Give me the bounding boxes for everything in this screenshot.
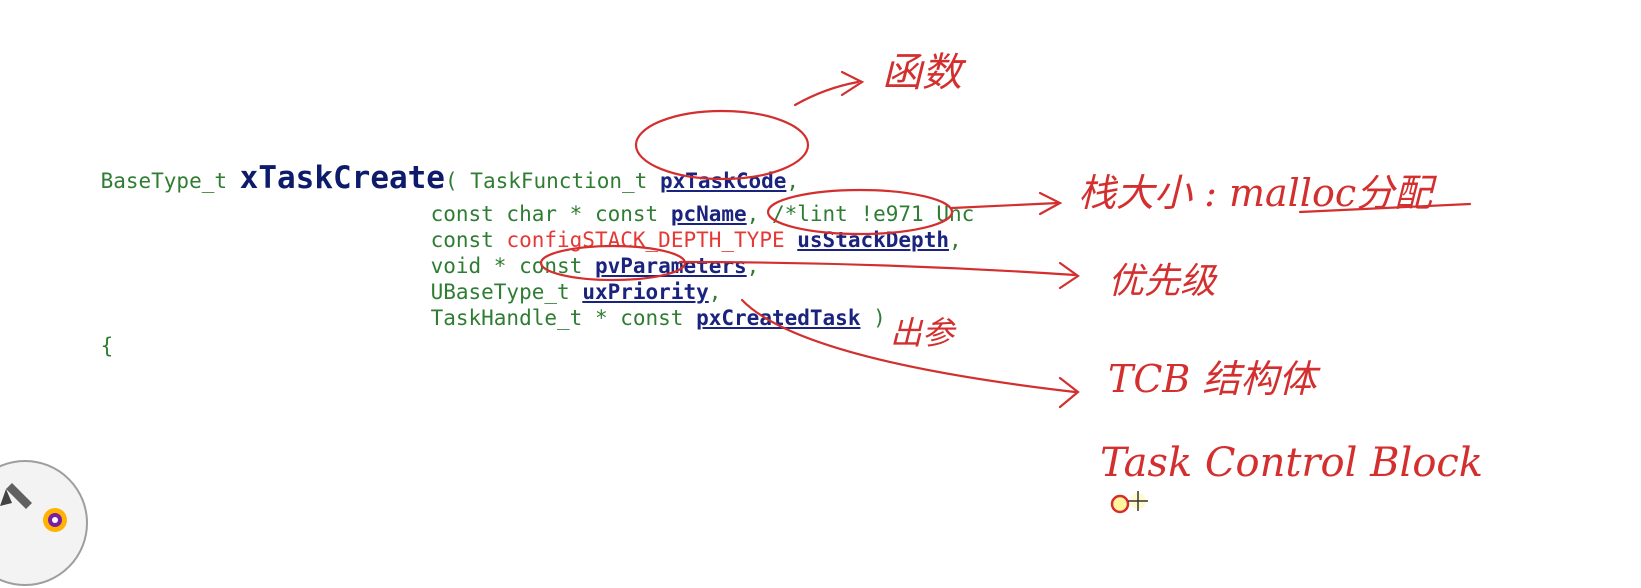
- open-paren: (: [444, 169, 458, 193]
- param-tail: ): [860, 306, 886, 330]
- signature-line: BaseType_t xTaskCreate( TaskFunction_t p…: [50, 136, 799, 194]
- param-tail: ,: [708, 280, 722, 304]
- function-name: xTaskCreate: [239, 160, 445, 196]
- color-wheel-icon[interactable]: [43, 508, 67, 532]
- code-editor: BaseType_t xTaskCreate( TaskFunction_t p…: [50, 136, 975, 359]
- arrow-to-stack: [950, 201, 1060, 210]
- arrow-to-tcb: [740, 298, 1077, 394]
- note-func: 函数: [882, 50, 962, 96]
- note-task-control-block: Task Control Block: [1100, 440, 1484, 486]
- arrowhead-tcb: [1058, 376, 1080, 409]
- arrowhead-func: [840, 70, 865, 97]
- circle-uxpriority: [539, 244, 687, 282]
- underline-malloc: [1298, 202, 1472, 214]
- param-tail: ,: [786, 169, 800, 193]
- param-name: pcName: [670, 202, 747, 226]
- note-tcb: TCB 结构体: [1108, 357, 1317, 401]
- body-line: {: [50, 304, 114, 358]
- note-stack-size: 栈大小 : malloc分配: [1078, 171, 1433, 215]
- circle-pxtaskcode: [634, 109, 810, 181]
- handwriting-layer: [539, 70, 1472, 409]
- param-type: TaskHandle_t * const: [430, 306, 684, 330]
- arrowhead-stack: [1038, 191, 1063, 216]
- note-out-param: 出参: [890, 314, 955, 352]
- param-tail: ,: [948, 228, 962, 252]
- param-name: pxTaskCode: [659, 169, 787, 193]
- param-type: UBaseType_t: [430, 280, 570, 304]
- pen-tool-icon[interactable]: [0, 483, 32, 509]
- param-prefix: const: [430, 228, 494, 252]
- arrowhead-priority: [1058, 261, 1080, 290]
- param-tail: ,: [746, 254, 760, 278]
- param-type: void * const: [430, 254, 583, 278]
- circle-usstackdepth: [766, 188, 954, 236]
- param-tail: , /*lint !e971 Unc: [746, 202, 975, 226]
- cursor-crosshair-icon: [1110, 491, 1148, 514]
- arrow-to-priority: [678, 260, 1077, 277]
- param-line: const char * const pcName, /*lint !e971 …: [380, 172, 975, 226]
- arrow-to-func: [793, 80, 860, 107]
- open-brace: {: [100, 334, 114, 358]
- param-line: UBaseType_t uxPriority,: [380, 250, 722, 304]
- param-line: TaskHandle_t * const pxCreatedTask ): [380, 276, 886, 330]
- annotation-tool-dial[interactable]: [0, 458, 90, 588]
- return-type: BaseType_t: [100, 169, 228, 193]
- param-type: TaskFunction_t: [470, 169, 648, 193]
- param-type: const char * const: [430, 202, 659, 226]
- note-priority: 优先级: [1108, 261, 1217, 302]
- param-name: uxPriority: [582, 280, 709, 304]
